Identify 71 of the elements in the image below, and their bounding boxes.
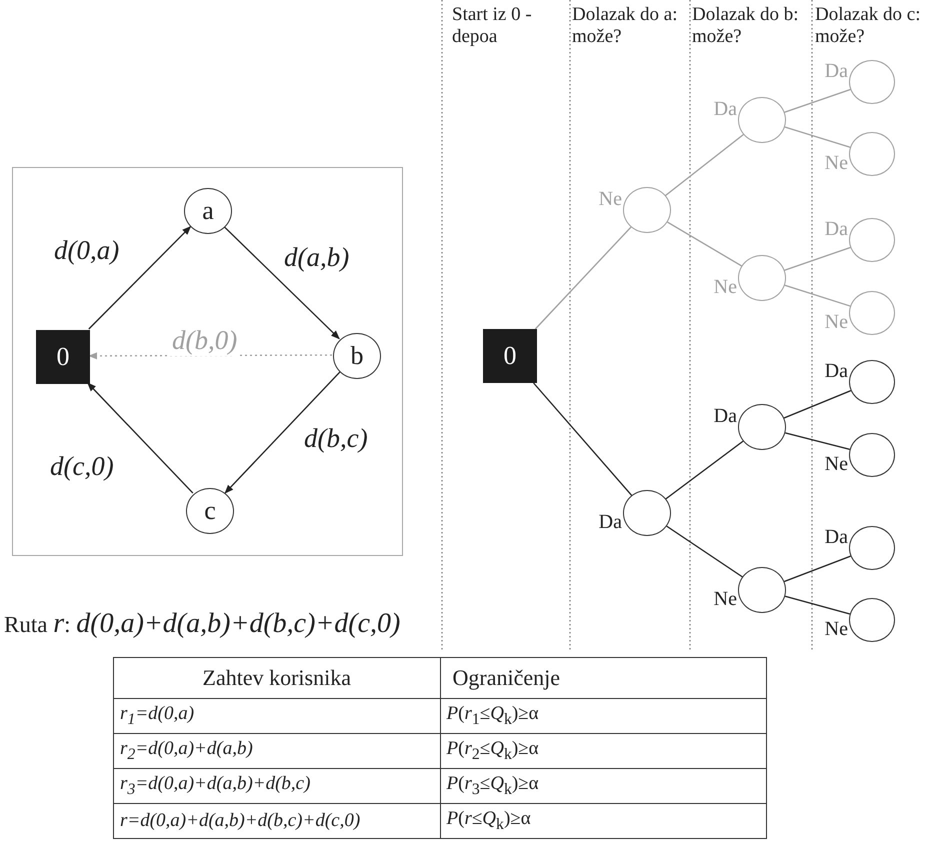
connector-line [533, 382, 632, 496]
column-header: Start iz 0 - depoa [452, 4, 533, 48]
table-cell: P(r≤Q$_{k}$)≥α [440, 804, 766, 838]
column-header: Dolazak do c: može? [815, 4, 922, 48]
edge-label: Da [714, 405, 737, 427]
node-circle [849, 60, 895, 104]
node-circle [184, 188, 232, 234]
route-formula: Ruta r: d(0,a)+d(a,b)+d(b,c)+d(c,0) [4, 608, 400, 640]
edge-label: Ne [824, 453, 848, 475]
edge-label: Da [598, 511, 622, 533]
edge-label: Ne [714, 276, 737, 298]
node-circle [849, 360, 895, 404]
node-circle [738, 97, 786, 143]
edge-label: Da [824, 218, 848, 240]
table-cell: P(r$_{1}$≤Q$_{k}$)≥α [440, 698, 766, 734]
node-circle [186, 488, 234, 534]
node-circle [623, 490, 671, 536]
node-circle [849, 526, 895, 570]
connector-line [534, 226, 632, 330]
depot-box [483, 329, 537, 383]
connector-line [665, 440, 744, 500]
table-cell: r$_{1}$=d(0,a) [114, 698, 440, 734]
connector-line [784, 246, 851, 271]
node-circle [623, 187, 671, 233]
node-circle [849, 132, 895, 176]
node-circle [738, 404, 786, 450]
depot-box [36, 330, 90, 384]
node-circle [849, 218, 895, 262]
node-label: c [204, 498, 216, 524]
connector-line [784, 596, 850, 615]
node-circle [849, 291, 895, 335]
node-circle [849, 598, 895, 642]
connector-line [667, 222, 742, 266]
table-cell: r$_{3}$=d(0,a)+d(a,b)+d(b,c) [114, 768, 440, 804]
connector-line [784, 390, 852, 419]
table-cell: P(r$_{2}$≤Q$_{k}$)≥α [440, 734, 766, 768]
connector-line [785, 432, 850, 450]
edge-label: Ne [824, 311, 848, 333]
edge-label: Da [824, 526, 848, 548]
connector-line [784, 284, 850, 307]
column-header: Dolazak do b: može? [692, 4, 800, 48]
connector-line [666, 526, 743, 578]
node-label: a [202, 198, 214, 224]
connector-line [784, 88, 851, 113]
node-circle [333, 333, 381, 379]
arrow [223, 226, 340, 340]
connector-line [665, 134, 744, 196]
column-header: Dolazak do a: može? [572, 4, 679, 48]
edge-label: Ne [714, 588, 737, 610]
connector-line [784, 126, 850, 148]
node-circle [738, 567, 786, 613]
node-label: 0 [504, 343, 516, 369]
edge-label: Da [714, 98, 737, 120]
edge-label: Ne [824, 152, 848, 174]
edge-label: Ne [824, 618, 848, 640]
table-cell: P(r$_{3}$≤Q$_{k}$)≥α [440, 768, 766, 804]
edge-label: Ne [598, 188, 622, 210]
edge-label: Da [824, 360, 848, 382]
node-label: b [350, 342, 364, 369]
node-label: 0 [56, 344, 70, 370]
arrow [88, 226, 192, 330]
node-circle [738, 255, 786, 301]
arrow [224, 372, 340, 494]
node-circle [849, 433, 895, 477]
table-cell: r=d(0,a)+d(a,b)+d(b,c)+d(c,0) [114, 804, 440, 838]
table-header: Zahtev korisnika [114, 658, 440, 698]
table-header: Ograničenje [440, 658, 766, 698]
connector-line [784, 556, 851, 582]
arrow [87, 382, 194, 494]
edge-label: Da [824, 60, 848, 82]
table-cell: r$_{2}$=d(0,a)+d(a,b) [114, 734, 440, 768]
